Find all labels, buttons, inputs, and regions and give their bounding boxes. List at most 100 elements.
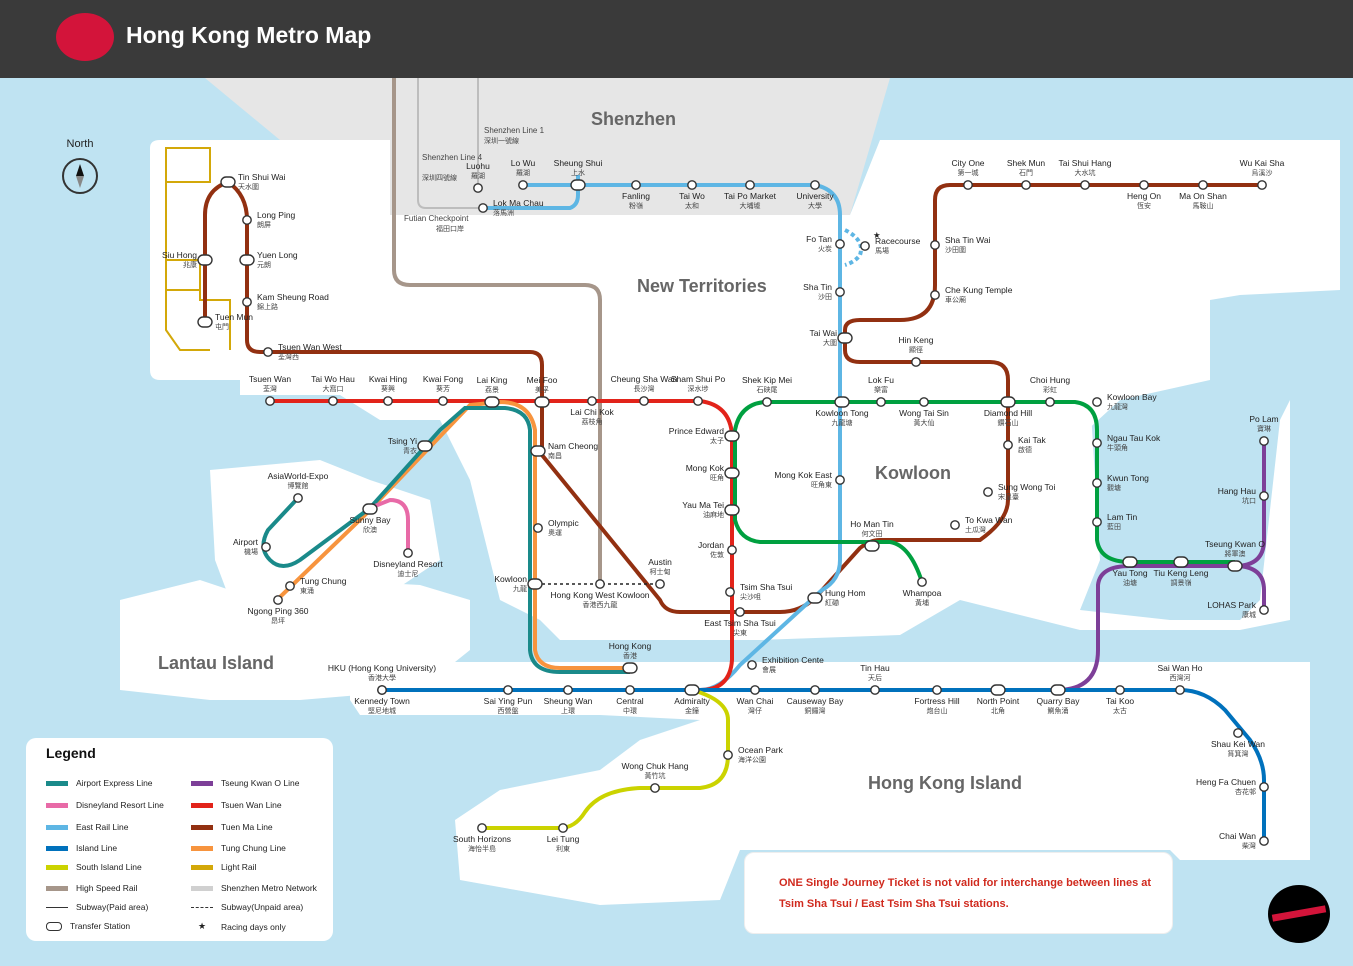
station-sheung-shui[interactable]: Sheung Shui上水 [554,158,603,191]
station-kwai-fong[interactable]: Kwai Fong葵芳 [423,374,463,406]
station-shek-kip-mei[interactable]: Shek Kip Mei石硤尾 [742,375,792,407]
station-kam-sheung-road[interactable]: Kam Sheung Road錦上路 [242,292,329,311]
station-sha-tin-wai[interactable]: Sha Tin Wai沙田圍 [930,235,991,254]
station-tai-koo[interactable]: Tai Koo太古 [1106,685,1135,715]
station-po-lam[interactable]: Po Lam寶琳 [1249,414,1279,446]
station-lai-chi-kok[interactable]: Lai Chi Kok荔枝角 [570,396,614,426]
station-tseung-kwan-o[interactable]: Tseung Kwan O將軍澳 [1205,539,1265,572]
station-ngau-tau-kok[interactable]: Ngau Tau Kok牛頭角 [1092,433,1161,452]
station-east-tsim-sha-tsui[interactable]: East Tsim Sha Tsui尖東 [704,607,776,637]
station-kennedy-town[interactable]: Kennedy Town堅尼地城 [354,685,410,715]
station-city-one[interactable]: City One第一城 [951,158,985,190]
station-tai-po-market[interactable]: Tai Po Market大埔墟 [724,180,777,210]
station-mong-kok-east[interactable]: Mong Kok East旺角東 [774,470,845,489]
station-tsim-sha-tsui[interactable]: Tsim Sha Tsui尖沙咀 [725,582,793,601]
station-causeway-bay[interactable]: Causeway Bay銅鑼灣 [787,685,844,715]
station-mei-foo[interactable]: Mei Foo美孚 [527,375,558,408]
station-sham-shui-po[interactable]: Sham Shui Po深水埗 [671,374,726,406]
station-kai-tak[interactable]: Kai Tak啟德 [1003,435,1047,454]
station-kwun-tong[interactable]: Kwun Tong觀塘 [1092,473,1149,492]
station-asiaworld-expo[interactable]: AsiaWorld-Expo博覽館 [268,471,329,503]
station-heng-fa-chuen[interactable]: Heng Fa Chuen杏花邨 [1196,777,1269,796]
station-tuen-mun[interactable]: Tuen Mun屯門 [197,312,253,331]
station-tai-wo[interactable]: Tai Wo太和 [679,180,705,210]
station-fanling[interactable]: Fanling粉嶺 [622,180,650,210]
station-shau-kei-wan[interactable]: Shau Kei Wan筲箕灣 [1211,728,1265,758]
station-long-ping[interactable]: Long Ping朗屏 [242,210,296,229]
station-sha-tin[interactable]: Sha Tin沙田 [803,282,845,301]
station-hong-kong[interactable]: Hong Kong香港 [609,641,652,674]
station-tai-wai[interactable]: Tai Wai大圍 [809,328,853,347]
station-tin-hau[interactable]: Tin Hau天后 [860,663,890,695]
station-disneyland-resort[interactable]: Disneyland Resort迪士尼 [373,548,443,578]
station-hung-hom[interactable]: Hung Hom紅磡 [807,588,866,607]
station-olympic[interactable]: Olympic奧運 [533,518,580,537]
station-wong-tai-sin[interactable]: Wong Tai Sin黃大仙 [899,397,949,427]
station-hang-hau[interactable]: Hang Hau坑口 [1218,486,1269,505]
station-quarry-bay[interactable]: Quarry Bay鰂魚涌 [1037,684,1081,715]
station-sunny-bay[interactable]: Sunny Bay欣澳 [349,503,391,534]
station-tsuen-wan[interactable]: Tsuen Wan荃灣 [249,374,291,406]
station-tsing-yi[interactable]: Tsing Yi青衣 [388,436,433,455]
station-whampoa[interactable]: Whampoa黃埔 [903,577,942,607]
station-yau-tong[interactable]: Yau Tong油塘 [1112,556,1148,587]
station-lei-tung[interactable]: Lei Tung利東 [547,823,580,853]
station-wong-chuk-hang[interactable]: Wong Chuk Hang黃竹坑 [622,761,689,793]
station-exhibition-centre[interactable]: Exhibition Cente會展 [747,655,824,674]
station-yuen-long[interactable]: Yuen Long元朗 [239,250,298,269]
station-sung-wong-toi[interactable]: Sung Wong Toi宋皇臺 [983,482,1056,501]
station-choi-hung[interactable]: Choi Hung彩虹 [1030,375,1070,407]
station-tin-shui-wai[interactable]: Tin Shui Wai天水圍 [220,172,286,191]
station-sai-wan-ho[interactable]: Sai Wan Ho西灣河 [1157,663,1203,695]
station-jordan[interactable]: Jordan佐敦 [698,540,737,559]
station-cheung-sha-wan[interactable]: Cheung Sha Wan長沙灣 [611,374,678,406]
station-austin[interactable]: Austin柯士甸 [648,557,672,589]
station-lo-wu[interactable]: Lo Wu羅湖 [511,158,536,190]
station-north-point[interactable]: North Point北角 [977,684,1020,715]
station-sai-ying-pun[interactable]: Sai Ying Pun西營盤 [484,685,533,715]
station-tai-shui-hang[interactable]: Tai Shui Hang大水坑 [1059,158,1112,190]
station-lok-ma-chau[interactable]: Lok Ma Chau落馬洲 [478,198,544,217]
station-fo-tan[interactable]: Fo Tan火炭 [806,234,845,253]
station-heng-on[interactable]: Heng On恆安 [1127,180,1161,210]
station-central[interactable]: Central中環 [616,685,644,715]
station-south-horizons[interactable]: South Horizons海怡半島 [453,823,511,853]
station-tai-wo-hau[interactable]: Tai Wo Hau大窩口 [311,374,355,406]
station-tsuen-wan-west[interactable]: Tsuen Wan West荃灣西 [263,342,343,361]
station-mong-kok[interactable]: Mong Kok旺角 [686,463,740,482]
station-lam-tin[interactable]: Lam Tin藍田 [1092,512,1138,531]
station-ocean-park[interactable]: Ocean Park海洋公園 [723,745,784,764]
station-che-kung-temple[interactable]: Che Kung Temple車公廟 [930,285,1013,304]
station-kowloon-tong[interactable]: Kowloon Tong九龍塘 [815,396,869,427]
station-fortress-hill[interactable]: Fortress Hill炮台山 [914,685,960,715]
station-lai-king[interactable]: Lai King荔景 [477,375,508,408]
station-shek-mun[interactable]: Shek Mun石門 [1007,158,1046,190]
station-kwai-hing[interactable]: Kwai Hing葵興 [369,374,408,406]
station-luohu[interactable]: Luohu羅湖 [466,161,490,193]
station-kowloon-bay[interactable]: Kowloon Bay九龍灣 [1092,392,1158,411]
station-wu-kai-sha[interactable]: Wu Kai Sha烏溪沙 [1240,158,1285,190]
station-university[interactable]: University大學 [796,180,834,210]
station-to-kwa-wan[interactable]: To Kwa Wan土瓜灣 [950,515,1013,534]
station-kowloon[interactable]: Kowloon九龍 [494,574,543,593]
station-diamond-hill[interactable]: Diamond Hill鑽石山 [984,396,1032,427]
station-prince-edward[interactable]: Prince Edward太子 [669,426,740,445]
station-airport[interactable]: Airport機場 [233,537,271,556]
station-yau-ma-tei[interactable]: Yau Ma Tei油麻地 [682,500,740,519]
station-ho-man-tin[interactable]: Ho Man Tin何文田 [850,519,894,552]
station-tiu-keng-leng[interactable]: Tiu Keng Leng調景嶺 [1154,556,1209,587]
station-hk-west-kowloon[interactable]: Hong Kong West Kowloon香港西九龍 [550,579,650,609]
station-tung-chung[interactable]: Tung Chung東涌 [285,576,347,595]
station-racecourse[interactable]: Racecourse馬場 [860,236,921,255]
station-nam-cheong[interactable]: Nam Cheong南昌 [530,441,598,460]
station-wan-chai[interactable]: Wan Chai灣仔 [736,685,774,715]
station-ma-on-shan[interactable]: Ma On Shan馬鞍山 [1179,180,1227,210]
station-lok-fu[interactable]: Lok Fu樂富 [868,375,894,407]
station-hin-keng[interactable]: Hin Keng顯徑 [899,335,934,367]
station-lohas-park[interactable]: LOHAS Park康城 [1207,600,1269,619]
station-sheung-wan[interactable]: Sheung Wan上環 [544,685,593,715]
station-chai-wan[interactable]: Chai Wan柴灣 [1219,831,1269,850]
station-admiralty[interactable]: Admiralty金鐘 [674,684,710,715]
station-ngong-ping-360[interactable]: Ngong Ping 360昂坪 [248,595,309,625]
station-siu-hong[interactable]: Siu Hong兆康 [162,250,213,269]
